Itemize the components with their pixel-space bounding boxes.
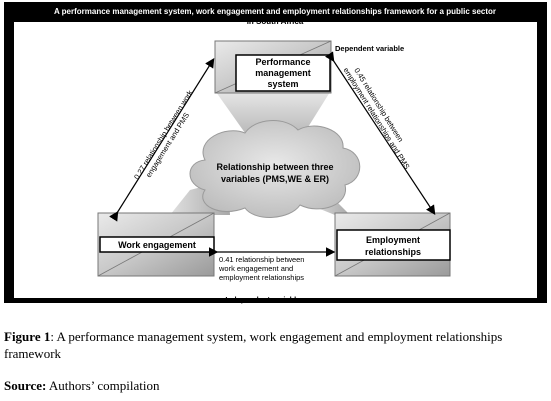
we-box: Work engagement (97, 212, 215, 277)
center-cloud: Relationship between three variables (PM… (189, 120, 361, 218)
framework-figure: A performance management system, work en… (4, 2, 547, 304)
er-label-line2: relationships (365, 247, 421, 257)
relationship-we-er-line2: work engagement and (218, 264, 293, 273)
relationship-we-er-line1: 0.41 relationship between (219, 255, 304, 264)
arrow-pms-we (109, 57, 215, 222)
relationship-we-er-line3: employment relationships (219, 273, 304, 282)
figure-caption-text: : A performance management system, work … (4, 329, 503, 361)
figure-title-line1: A performance management system, work en… (54, 7, 496, 16)
pms-label-box (235, 54, 331, 92)
er-label-line1: Employment (366, 235, 420, 245)
pms-label-line3: system (267, 79, 298, 89)
figure-caption: Figure 1: A performance management syste… (4, 328, 544, 362)
independent-variables-label: Independent variables (225, 295, 304, 304)
pms-label-line1: Performance (255, 57, 310, 67)
figure-source-label: Source: (4, 378, 47, 393)
dependent-variable-label: Dependent variable (335, 44, 404, 53)
figure-source: Source: Authors’ compilation (4, 377, 160, 394)
figure-caption-label: Figure 1 (4, 329, 51, 344)
arrow-pms-er (325, 51, 436, 216)
we-label-box (99, 236, 215, 253)
er-box: Employment relationships (334, 212, 451, 277)
center-label-line2: variables (PMS,WE & ER) (221, 174, 329, 184)
er-label-box (336, 229, 451, 261)
figure-title-line2: in South Africa (247, 17, 304, 26)
figure-source-text: Authors’ compilation (46, 378, 160, 393)
center-label-line1: Relationship between three (216, 162, 333, 172)
pms-label-line2: management (255, 68, 311, 78)
pms-box: Performance management system (214, 40, 332, 94)
we-label: Work engagement (118, 240, 196, 250)
